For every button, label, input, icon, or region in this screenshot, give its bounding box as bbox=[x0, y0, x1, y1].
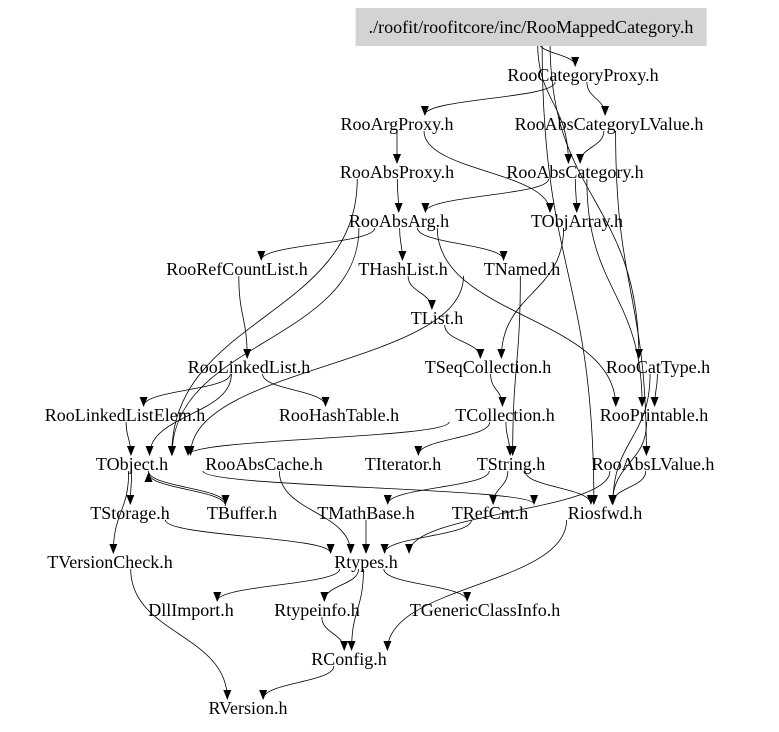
edge-RooAbsArg-to-TObject bbox=[168, 227, 360, 456]
edge-Rtypes-to-DllImport bbox=[213, 568, 341, 602]
edge-RooAbsProxy-to-TObject bbox=[167, 178, 358, 456]
edge-TNamed-to-TString bbox=[508, 275, 521, 456]
edge-TString-to-Riosfwd bbox=[524, 470, 595, 505]
edge-Rtypeinfo-to-RConfig bbox=[321, 616, 349, 651]
graph-node[interactable]: TStorage.h bbox=[90, 503, 170, 523]
edge-RooAbsCategory-to-RooAbsArg bbox=[421, 178, 549, 213]
edge-Rtypes-to-RConfig bbox=[347, 568, 364, 651]
root-node[interactable]: ./roofit/roofitcore/inc/RooMappedCategor… bbox=[355, 8, 707, 46]
graph-node[interactable]: RooCatType.h bbox=[605, 357, 711, 377]
edge-TStorage-to-Rtypes bbox=[165, 519, 335, 554]
graph-node[interactable]: RooLinkedList.h bbox=[187, 357, 311, 377]
edge-TVersionCheck-to-RVersion bbox=[130, 568, 232, 700]
graph-node[interactable]: TString.h bbox=[476, 454, 546, 474]
graph-node[interactable]: Rtypeinfo.h bbox=[274, 600, 360, 620]
edge-RooAbsCache-to-Rtypes bbox=[278, 470, 355, 554]
graph-node[interactable]: TList.h bbox=[410, 308, 464, 328]
graph-node[interactable]: TGenericClassInfo.h bbox=[409, 600, 561, 620]
edge-RooPrintable-to-Riosfwd bbox=[608, 421, 648, 505]
edge-RConfig-to-RVersion bbox=[259, 665, 335, 700]
edge-Rtypes-to-TGenericClassInfo bbox=[383, 568, 472, 602]
edge-root-to-Riosfwd bbox=[541, 41, 598, 505]
graph-node[interactable]: THashList.h bbox=[358, 259, 448, 279]
edge-RooCategoryProxy-to-RooAbsCategoryLValue bbox=[586, 81, 610, 116]
edge-RooCatType-to-Riosfwd bbox=[608, 373, 651, 505]
graph-node[interactable]: TCollection.h bbox=[455, 405, 555, 425]
graph-node[interactable]: RooRefCountList.h bbox=[166, 259, 308, 279]
graph-node[interactable]: TVersionCheck.h bbox=[47, 552, 173, 572]
edge-RooAbsArg-to-THashList bbox=[398, 227, 407, 261]
edge-TString-to-TMathBase bbox=[383, 470, 490, 505]
edge-RooAbsArg-to-RooRefCountList bbox=[257, 227, 376, 261]
edge-TCollection-to-TString bbox=[505, 421, 515, 456]
graph-node[interactable]: RooAbsProxy.h bbox=[339, 162, 455, 182]
graph-node[interactable]: RooLinkedListElem.h bbox=[44, 405, 206, 425]
graph-node[interactable]: TObject.h bbox=[95, 454, 169, 474]
graph-node[interactable]: TMathBase.h bbox=[317, 503, 415, 523]
edge-RooLinkedList-to-RooHashTable bbox=[262, 373, 330, 407]
graph-node[interactable]: RooCategoryProxy.h bbox=[507, 65, 659, 85]
edge-TObject-to-Riosfwd bbox=[202, 470, 538, 505]
edge-RooAbsProxy-to-RooAbsArg bbox=[394, 178, 403, 213]
edge-TObject-to-TStorage bbox=[126, 470, 135, 505]
graph-node[interactable]: RooAbsLValue.h bbox=[591, 454, 715, 474]
graph-node[interactable]: TBuffer.h bbox=[206, 503, 278, 523]
edge-RooLinkedListElem-to-TObject bbox=[125, 421, 135, 456]
graph-node[interactable]: Rtypes.h bbox=[334, 552, 398, 572]
graph-node[interactable]: TIterator.h bbox=[364, 454, 442, 474]
edge-RooLinkedList-to-RooLinkedListElem bbox=[139, 373, 231, 407]
edge-RooAbsCategory-to-RooPrintable bbox=[586, 178, 647, 407]
graph-node[interactable]: RooPrintable.h bbox=[599, 405, 709, 425]
graph-node[interactable]: RVersion.h bbox=[208, 698, 288, 718]
edge-TObject-to-TVersionCheck bbox=[109, 470, 130, 554]
edge-RooAbsCategoryLValue-to-RooAbsCategory bbox=[576, 130, 605, 164]
graph-node[interactable]: RooAbsCategory.h bbox=[506, 162, 644, 182]
graph-node[interactable]: Riosfwd.h bbox=[567, 503, 643, 523]
graph-node[interactable]: RooAbsArg.h bbox=[348, 211, 450, 231]
graph-node[interactable]: TNamed.h bbox=[483, 259, 561, 279]
edge-RooAbsCategory-to-TObjArray bbox=[572, 178, 581, 213]
graph-node[interactable]: RooHashTable.h bbox=[278, 405, 400, 425]
edge-TCollection-to-TObject bbox=[184, 421, 450, 456]
edge-THashList-to-TList bbox=[407, 275, 436, 310]
edge-TNamed-to-TObject bbox=[186, 275, 464, 456]
edge-Riosfwd-to-RConfig bbox=[383, 519, 567, 651]
edge-TList-to-TSeqCollection bbox=[444, 324, 485, 359]
edge-RooCategoryProxy-to-RooArgProxy bbox=[420, 81, 556, 116]
edge-RooAbsArg-to-RooPrintable bbox=[436, 227, 620, 407]
edge-TSeqCollection-to-TCollection bbox=[490, 373, 507, 407]
graph-node[interactable]: TObjArray.h bbox=[531, 211, 623, 231]
edge-TObjArray-to-TSeqCollection bbox=[497, 227, 565, 359]
edge-RooAbsLValue-to-Rtypes bbox=[405, 470, 611, 554]
graph-node[interactable]: RooAbsCategoryLValue.h bbox=[514, 114, 704, 134]
edge-RooAbsLValue-to-Riosfwd bbox=[608, 470, 647, 505]
graph-node[interactable]: RConfig.h bbox=[311, 649, 387, 669]
edge-RooLinkedList-to-TObject bbox=[145, 373, 232, 456]
edge-RooCatType-to-RooPrintable bbox=[650, 373, 659, 407]
edge-TBuffer-to-TObject bbox=[144, 472, 226, 507]
edge-TCollection-to-TIterator bbox=[414, 421, 491, 456]
graph-node[interactable]: TSeqCollection.h bbox=[424, 357, 552, 377]
edge-RooRefCountList-to-RooLinkedList bbox=[238, 275, 252, 359]
edge-Rtypes-to-Rtypeinfo bbox=[320, 568, 360, 602]
edge-TRefCnt-to-Rtypes bbox=[380, 519, 472, 554]
graph-node[interactable]: DllImport.h bbox=[148, 600, 234, 620]
edge-TString-to-TRefCnt bbox=[489, 470, 509, 505]
edge-RooAbsArg-to-TNamed bbox=[417, 227, 508, 261]
graph-node[interactable]: TRefCnt.h bbox=[451, 503, 529, 523]
edge-RooArgProxy-to-TObjArray bbox=[423, 130, 554, 213]
graph-node[interactable]: RooArgProxy.h bbox=[340, 114, 454, 134]
edge-root-to-RooCatType bbox=[549, 41, 643, 359]
graph-node[interactable]: RooAbsCache.h bbox=[205, 454, 323, 474]
